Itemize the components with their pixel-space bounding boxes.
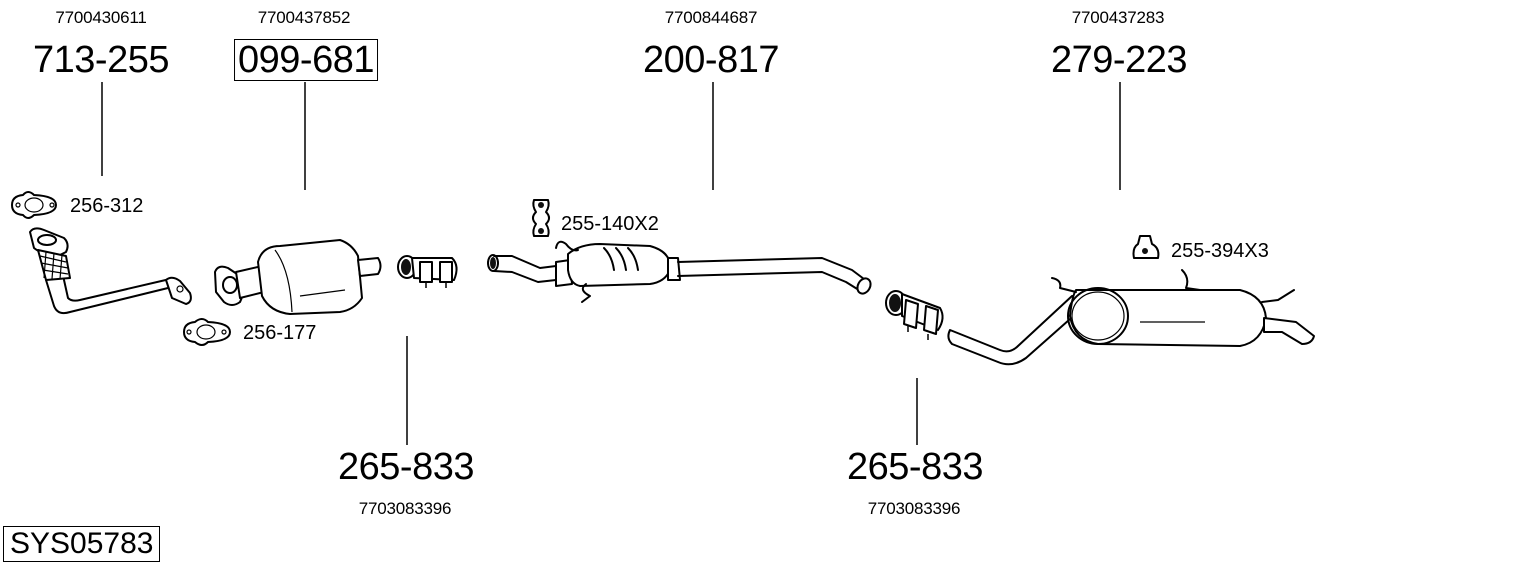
oem-number-rear-silencer: 7700437283 xyxy=(1071,8,1165,27)
part-number-rear-silencer[interactable]: 279-223 xyxy=(1051,39,1187,81)
gasket-icon[interactable] xyxy=(11,191,57,219)
oem-number-front-pipe: 7700430611 xyxy=(55,8,147,27)
oem-number-clamp-2: 7703083396 xyxy=(867,499,961,518)
oem-number-centre-silencer: 7700844687 xyxy=(664,8,758,27)
part-number-clamp-1[interactable]: 265-833 xyxy=(338,446,474,488)
part-number-front-pipe[interactable]: 713-255 xyxy=(33,39,169,81)
oem-number-clamp-1: 7703083396 xyxy=(358,499,452,518)
part-number-catalytic-converter[interactable]: 099-681 xyxy=(234,39,378,81)
rubber-hanger-icon[interactable] xyxy=(532,199,550,237)
oem-number-catalytic-converter: 7700437852 xyxy=(257,8,351,27)
accessory-label-gasket-1[interactable]: 256-312 xyxy=(70,195,144,217)
rear-silencer-drawing[interactable] xyxy=(947,269,1315,366)
front-pipe-drawing[interactable] xyxy=(29,227,192,315)
part-number-centre-silencer[interactable]: 200-817 xyxy=(643,39,779,81)
accessory-label-rubber-mount-1[interactable]: 255-140X2 xyxy=(561,213,659,235)
clamp-2-drawing[interactable] xyxy=(885,290,944,340)
gasket-icon[interactable] xyxy=(183,318,231,346)
leader-lines xyxy=(101,82,1121,445)
accessory-label-gasket-2[interactable]: 256-177 xyxy=(243,322,317,344)
part-number-clamp-2[interactable]: 265-833 xyxy=(847,446,983,488)
accessory-label-rubber-mount-2[interactable]: 255-394X3 xyxy=(1171,240,1269,262)
centre-silencer-drawing[interactable] xyxy=(487,240,873,303)
rubber-mount-icon[interactable] xyxy=(1132,235,1160,259)
catalytic-converter-drawing[interactable] xyxy=(214,239,382,315)
clamp-1-drawing[interactable] xyxy=(397,255,458,288)
system-code: SYS05783 xyxy=(3,526,161,562)
